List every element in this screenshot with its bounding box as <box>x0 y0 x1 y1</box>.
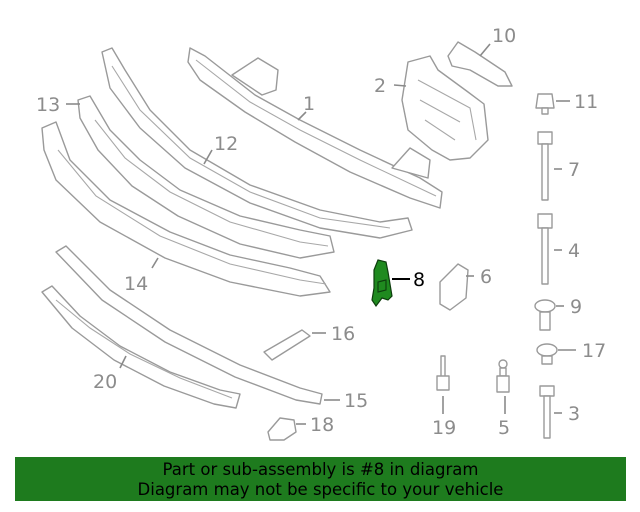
callout-17[interactable]: 17 <box>582 340 606 362</box>
part-8-highlighted-bracket[interactable] <box>371 259 393 308</box>
part-12-absorber <box>101 47 413 239</box>
callout-13[interactable]: 13 <box>36 94 60 116</box>
bolt-7 <box>537 131 553 201</box>
banner-line-1: Part or sub-assembly is #8 in diagram <box>162 460 479 479</box>
callout-7[interactable]: 7 <box>568 159 580 181</box>
bolt-4 <box>537 213 553 285</box>
callout-12[interactable]: 12 <box>214 133 238 155</box>
callout-3[interactable]: 3 <box>568 403 580 425</box>
callout-18[interactable]: 18 <box>310 414 334 436</box>
part-18-clip <box>267 417 297 441</box>
part-13-carrier <box>77 95 335 259</box>
parts-diagram: 1 2 3 4 5 6 7 8 9 10 11 12 13 14 15 16 1… <box>36 25 606 441</box>
callout-20[interactable]: 20 <box>93 371 117 393</box>
callout-9[interactable]: 9 <box>570 296 582 318</box>
bolt-9 <box>534 299 556 331</box>
part-15-strip <box>55 245 323 405</box>
part-6-bracket <box>439 263 469 311</box>
callout-19[interactable]: 19 <box>432 417 456 439</box>
part-1-reinforcement-beam <box>187 47 443 209</box>
callout-labels: 1 2 3 4 5 6 7 8 9 10 11 12 13 14 15 16 1… <box>36 25 606 439</box>
callout-15[interactable]: 15 <box>344 390 368 412</box>
callout-16[interactable]: 16 <box>331 323 355 345</box>
callout-5[interactable]: 5 <box>498 417 510 439</box>
callout-11[interactable]: 11 <box>574 91 598 113</box>
part-20-lower-strip <box>41 285 241 409</box>
info-banner: Part or sub-assembly is #8 in diagram Di… <box>15 457 626 501</box>
banner-line-2: Diagram may not be specific to your vehi… <box>137 480 504 499</box>
rivet-5 <box>496 359 510 393</box>
callout-2[interactable]: 2 <box>374 75 386 97</box>
callout-1[interactable]: 1 <box>303 93 315 115</box>
callout-10[interactable]: 10 <box>492 25 516 47</box>
callout-8[interactable]: 8 <box>413 269 425 291</box>
bolt-3 <box>539 385 555 439</box>
part-16-cylinder <box>263 329 311 361</box>
rivet-19 <box>436 355 450 391</box>
part-2-bracket <box>401 55 489 161</box>
bolt-17 <box>536 343 558 365</box>
part-10-small-bracket <box>447 41 513 87</box>
callout-6[interactable]: 6 <box>480 266 492 288</box>
bolt-11 <box>535 93 555 115</box>
callout-14[interactable]: 14 <box>124 273 148 295</box>
callout-4[interactable]: 4 <box>568 240 580 262</box>
part-14-lower-carrier <box>41 121 331 297</box>
leader-lines <box>66 43 576 425</box>
